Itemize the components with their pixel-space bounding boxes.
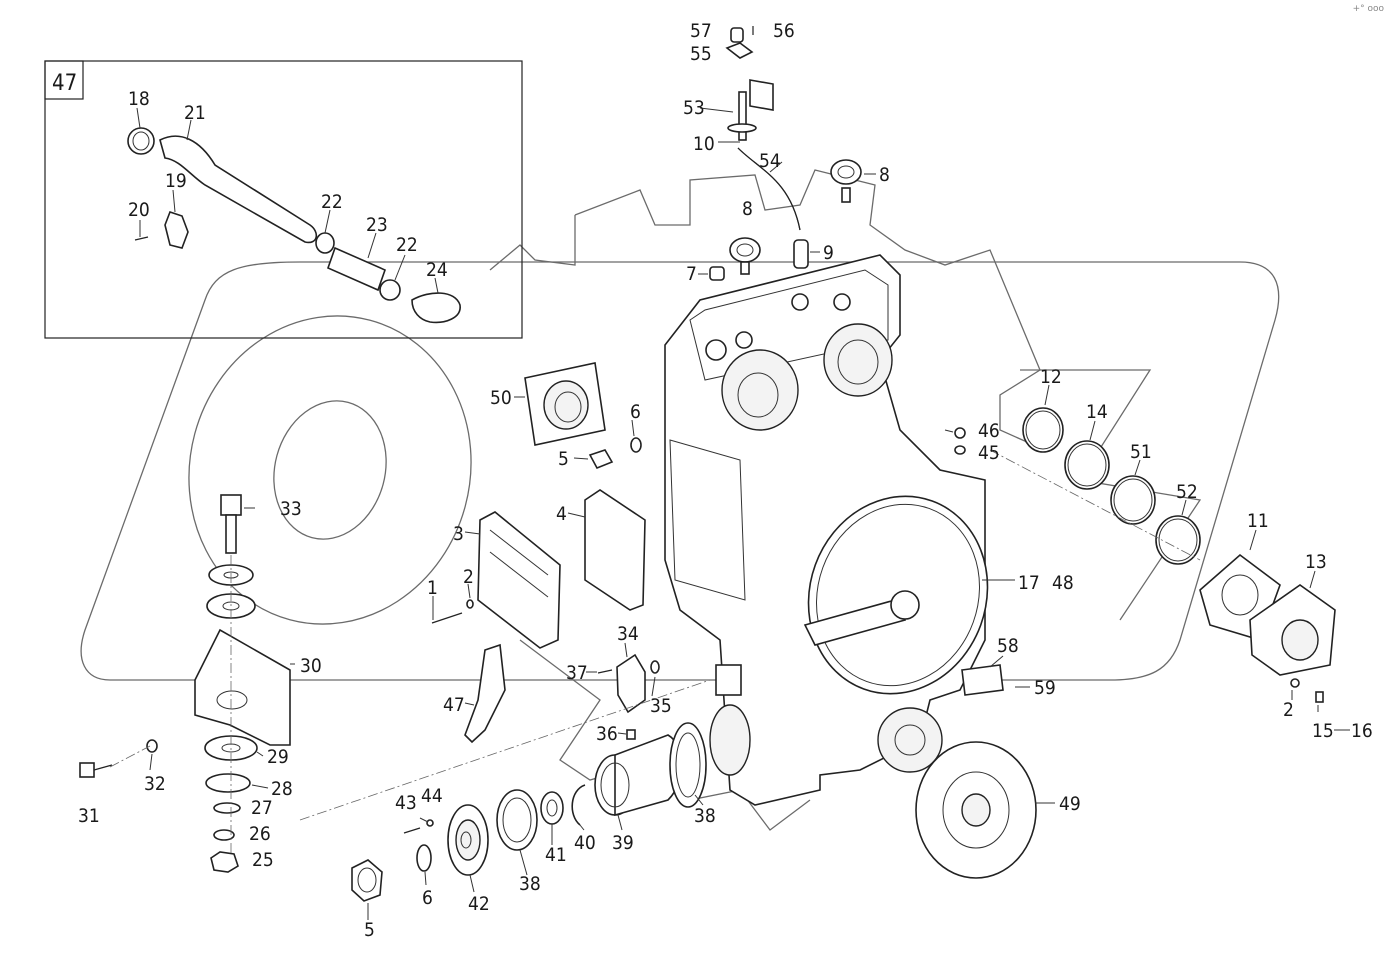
- part-label: 4: [556, 503, 567, 525]
- part-label: 14: [1086, 401, 1108, 423]
- part-label: 53: [683, 97, 705, 119]
- part-label: 38: [519, 873, 541, 895]
- part-label: 16: [1351, 720, 1373, 742]
- part-label: 49: [1059, 793, 1081, 815]
- part-label: 13: [1305, 551, 1327, 573]
- part-label: 43: [395, 792, 417, 814]
- part-label: 41: [545, 844, 567, 866]
- part-label: 9: [823, 242, 834, 264]
- part-label: 55: [690, 43, 712, 65]
- part-label: 18: [128, 88, 150, 110]
- transmission-housing: [664, 254, 1030, 806]
- part-label: 44: [421, 785, 443, 807]
- part-label: 25: [252, 849, 274, 871]
- part-label: 1: [427, 577, 438, 599]
- part-label: 21: [184, 102, 206, 124]
- part-label: 17: [1018, 572, 1040, 594]
- part-label: 20: [128, 199, 150, 221]
- breather-assembly: [698, 26, 876, 281]
- part-label: 28: [271, 778, 293, 800]
- part-label: 38: [694, 805, 716, 827]
- part-label: 56: [773, 20, 795, 42]
- inset-label: 47: [52, 71, 77, 96]
- part-label: 29: [267, 746, 289, 768]
- assembly-centerlines: [109, 449, 1201, 855]
- part-label: 5: [558, 448, 569, 470]
- part-label: 19: [165, 170, 187, 192]
- part-label: 32: [144, 773, 166, 795]
- right-side-parts: [944, 384, 1350, 731]
- part-label: 5: [364, 919, 375, 941]
- part-label: 57: [690, 20, 712, 42]
- part-label: 33: [280, 498, 302, 520]
- part-label: 8: [879, 164, 890, 186]
- part-label: 46: [978, 420, 1000, 442]
- part-label: 2: [463, 566, 474, 588]
- part-label: 42: [468, 893, 490, 915]
- part-label: 45: [978, 442, 1000, 464]
- part-label: 59: [1034, 677, 1056, 699]
- part-label: 15: [1312, 720, 1334, 742]
- part-label: 47: [443, 694, 465, 716]
- inset-hose-assembly: 47: [44, 60, 523, 339]
- corner-mark: +° ooo: [1352, 4, 1384, 14]
- part-number-labels: 57 56 55 53 10 54 8 8 7 9 18 21 19 20 22…: [78, 20, 1373, 941]
- part-label: 23: [366, 214, 388, 236]
- part-label: 27: [251, 797, 273, 819]
- part-label: 39: [612, 832, 634, 854]
- part-label: 10: [693, 133, 715, 155]
- part-label: 40: [574, 832, 596, 854]
- part-label: 51: [1130, 441, 1152, 463]
- part-label: 35: [650, 695, 672, 717]
- part-label: 3: [453, 523, 464, 545]
- part-label: 54: [759, 150, 781, 172]
- part-label: 6: [630, 401, 641, 423]
- part-label: 58: [997, 635, 1019, 657]
- part-label: 2: [1283, 699, 1294, 721]
- part-label: 30: [300, 655, 322, 677]
- part-label: 22: [321, 191, 343, 213]
- bottom-parts: [351, 722, 1055, 920]
- part-label: 24: [426, 259, 448, 281]
- part-label: 31: [78, 805, 100, 827]
- part-label: 36: [596, 723, 618, 745]
- part-label: 37: [566, 662, 588, 684]
- part-label: 22: [396, 234, 418, 256]
- watermark-logo: [80, 169, 1280, 831]
- part-label: 34: [617, 623, 639, 645]
- part-label: 50: [490, 387, 512, 409]
- part-label: 48: [1052, 572, 1074, 594]
- part-label: 6: [422, 887, 433, 909]
- left-side-parts: [79, 362, 660, 873]
- part-label: 26: [249, 823, 271, 845]
- part-label: 52: [1176, 481, 1198, 503]
- part-label: 11: [1247, 510, 1269, 532]
- part-label: 12: [1040, 366, 1062, 388]
- part-label: 7: [686, 263, 697, 285]
- part-label: 8: [742, 198, 753, 220]
